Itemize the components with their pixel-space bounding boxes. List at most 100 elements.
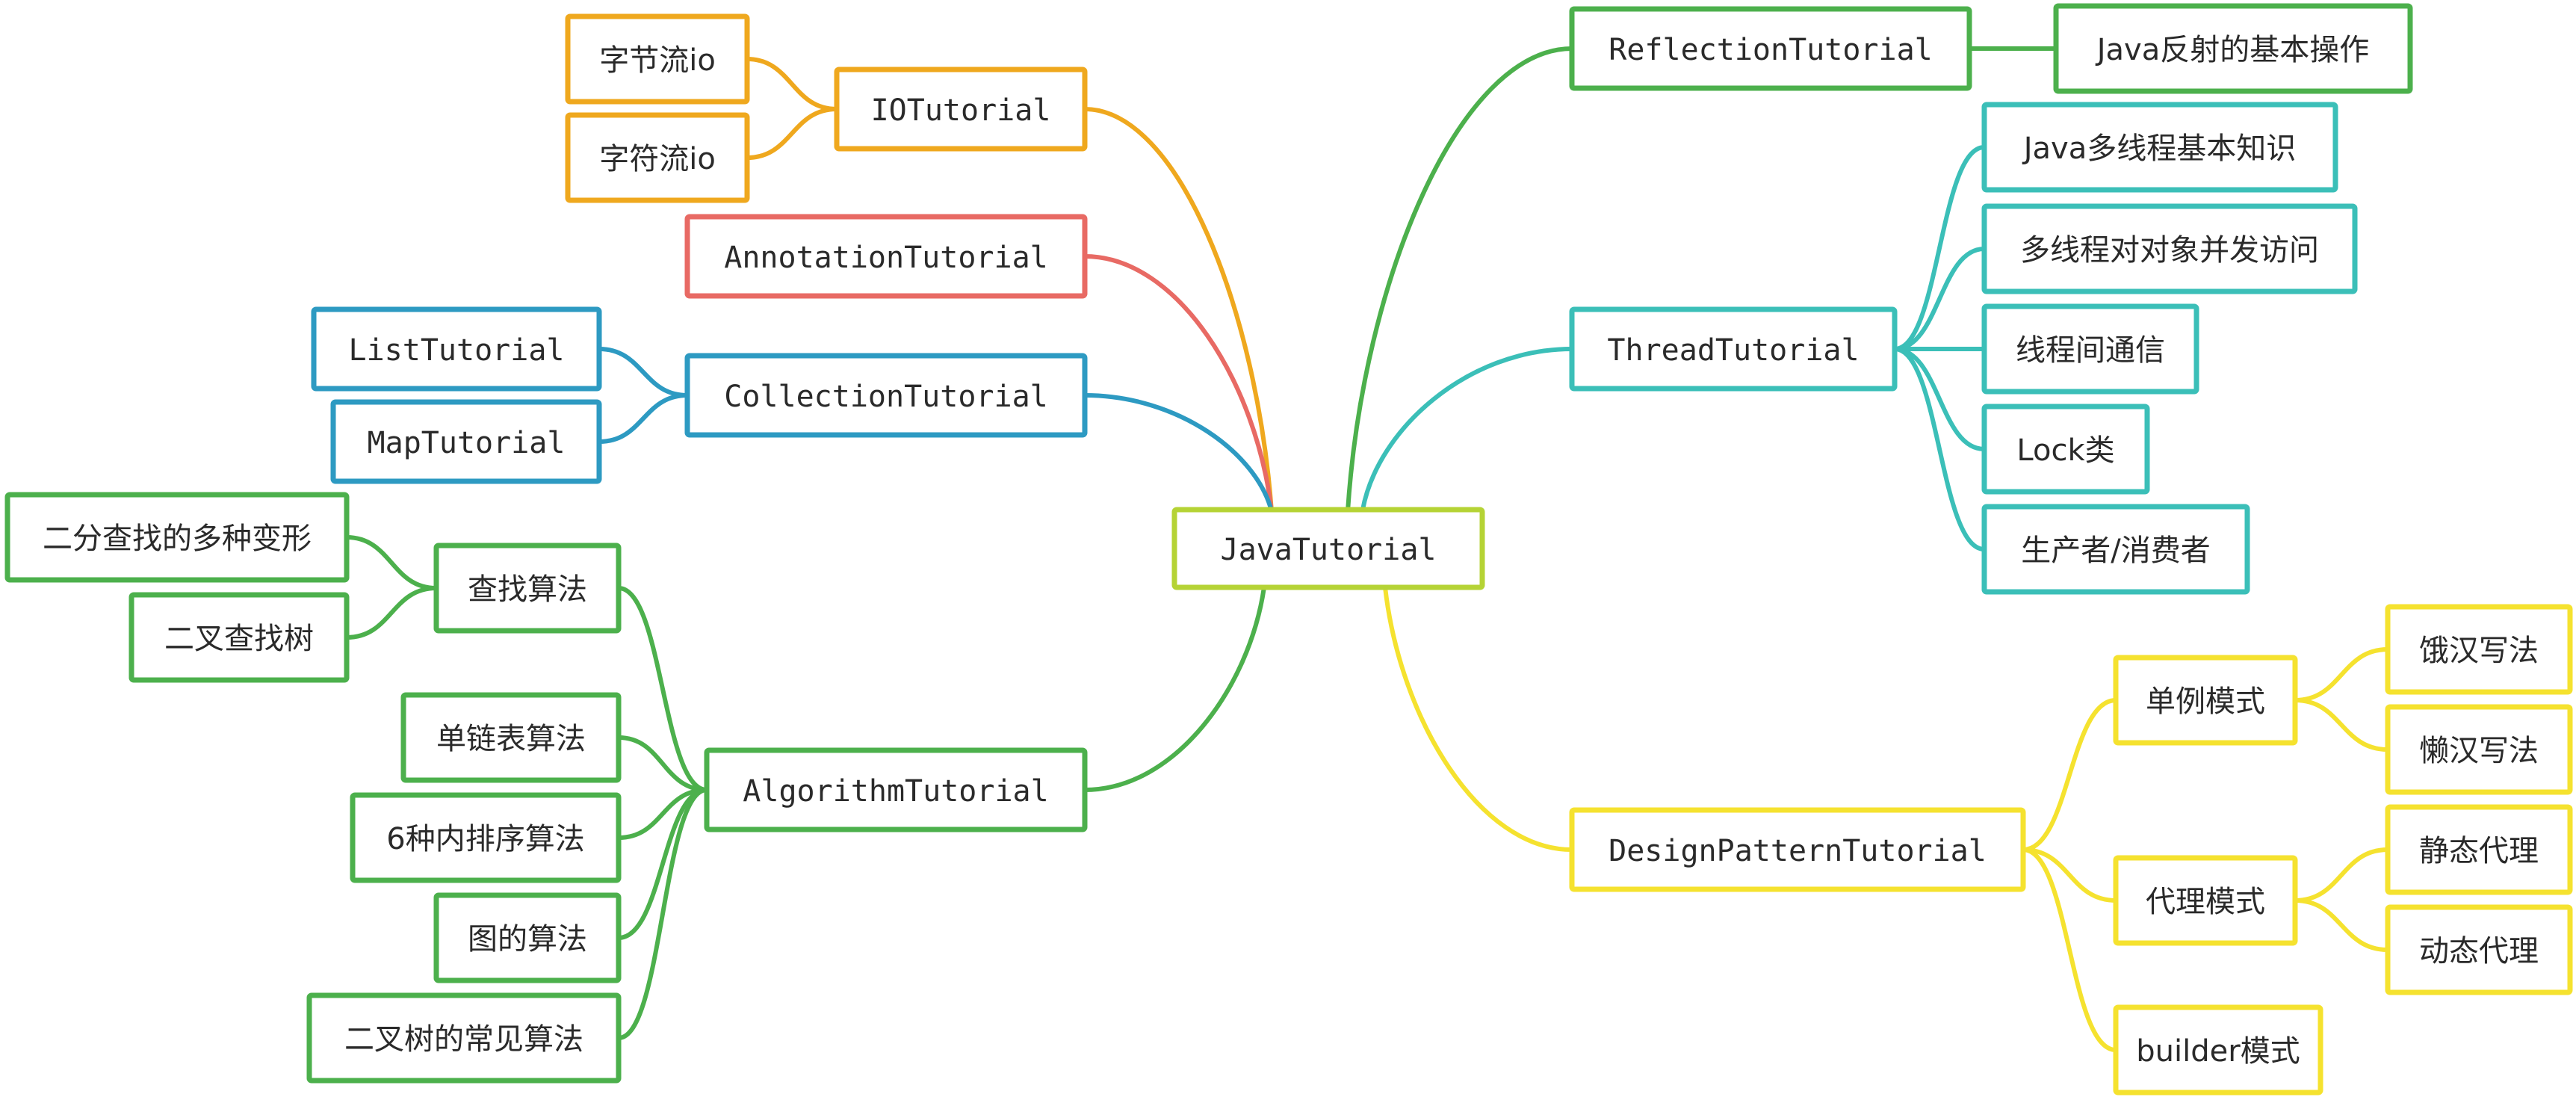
node-search[interactable]: 查找算法	[433, 543, 622, 634]
connector-algorithm-tree	[616, 788, 709, 1040]
node-map[interactable]: MapTutorial	[330, 399, 602, 484]
connector-design-proxy	[2021, 847, 2118, 903]
node-lazy[interactable]: 懒汉写法	[2385, 704, 2573, 795]
connector-proxy-dynamic_proxy	[2293, 898, 2390, 952]
connector-search-binsearch	[344, 535, 439, 590]
node-io[interactable]: IOTutorial	[834, 67, 1088, 152]
node-builder[interactable]: builder模式	[2113, 1004, 2323, 1096]
node-annotation[interactable]: AnnotationTutorial	[684, 214, 1088, 299]
node-label: builder模式	[2136, 1034, 2300, 1069]
node-dynamic-proxy[interactable]: 动态代理	[2385, 904, 2573, 995]
node-label: 图的算法	[468, 922, 587, 957]
node-box	[1569, 306, 1898, 392]
node-label: AnnotationTutorial	[724, 241, 1047, 275]
node-thread[interactable]: ThreadTutorial	[1569, 306, 1898, 392]
node-box	[565, 112, 750, 203]
node-box	[306, 992, 622, 1084]
node-box	[1981, 504, 2250, 595]
node-t1[interactable]: Java多线程基本知识	[1981, 102, 2338, 193]
node-hungry[interactable]: 饿汉写法	[2385, 604, 2573, 695]
node-label: Lock类	[2016, 433, 2114, 468]
node-box	[4, 492, 350, 583]
node-box	[433, 543, 622, 634]
node-bst[interactable]: 二叉查找树	[129, 592, 350, 683]
node-binsearch[interactable]: 二分查找的多种变形	[4, 492, 350, 583]
node-graph[interactable]: 图的算法	[433, 892, 622, 983]
node-proxy[interactable]: 代理模式	[2113, 855, 2298, 946]
node-t2[interactable]: 多线程对对象并发访问	[1981, 203, 2358, 294]
node-static-proxy[interactable]: 静态代理	[2385, 804, 2573, 895]
node-collection[interactable]: CollectionTutorial	[684, 353, 1088, 438]
mind-map-nodes: JavaTutorial IOTutorial 字节流io 字符流ioAnnotati…	[4, 3, 2573, 1096]
connector-lines	[344, 46, 2390, 1052]
connector-collection-map	[597, 393, 690, 444]
node-linked[interactable]: 单链表算法	[400, 692, 622, 783]
node-box	[330, 399, 602, 484]
node-io-byte[interactable]: 字节流io	[565, 13, 750, 105]
node-label: 查找算法	[468, 572, 587, 607]
node-label: 6种内排序算法	[386, 822, 584, 856]
node-label: 多线程对对象并发访问	[2020, 233, 2319, 268]
node-box	[2113, 655, 2298, 746]
connector-root-collection	[1083, 393, 1274, 513]
connector-thread-t1	[1892, 145, 1987, 351]
connector-io-io_char	[745, 107, 839, 160]
node-box	[684, 353, 1088, 438]
connector-singleton-lazy	[2293, 698, 2390, 752]
node-label: DesignPatternTutorial	[1609, 834, 1987, 868]
connector-algorithm-graph	[616, 788, 709, 940]
node-box	[2113, 1004, 2323, 1096]
node-design[interactable]: DesignPatternTutorial	[1569, 807, 2026, 892]
node-box	[565, 13, 750, 105]
connector-thread-t4	[1892, 347, 1987, 451]
node-t3[interactable]: 线程间通信	[1981, 303, 2199, 395]
node-box	[1981, 203, 2358, 294]
node-label: ReflectionTutorial	[1609, 33, 1932, 67]
node-label: AlgorithmTutorial	[743, 774, 1048, 809]
connector-root-annotation	[1083, 254, 1274, 513]
node-box	[129, 592, 350, 683]
node-reflect-basic[interactable]: Java反射的基本操作	[2053, 3, 2413, 94]
node-label: IOTutorial	[871, 93, 1051, 128]
node-box	[704, 747, 1088, 832]
node-label: 静态代理	[2419, 834, 2539, 868]
connector-io-io_byte	[745, 57, 839, 111]
node-algorithm[interactable]: AlgorithmTutorial	[704, 747, 1088, 832]
root-node[interactable]: JavaTutorial	[1171, 507, 1485, 590]
connector-algorithm-sort	[616, 788, 709, 840]
node-t4[interactable]: Lock类	[1981, 404, 2150, 495]
node-label: 单链表算法	[436, 722, 586, 756]
connector-root-thread	[1360, 347, 1574, 512]
node-label: JavaTutorial	[1221, 533, 1437, 567]
node-box	[2053, 3, 2413, 94]
connector-algorithm-search	[616, 586, 709, 792]
node-box	[1981, 404, 2150, 495]
node-label: MapTutorial	[368, 426, 566, 460]
node-box	[2385, 804, 2573, 895]
node-label: 字节流io	[599, 43, 716, 78]
node-box	[1171, 507, 1485, 590]
node-box	[834, 67, 1088, 152]
node-box	[2385, 604, 2573, 695]
node-label: 代理模式	[2146, 885, 2265, 919]
node-label: ThreadTutorial	[1607, 333, 1859, 368]
node-singleton[interactable]: 单例模式	[2113, 655, 2298, 746]
node-box	[433, 892, 622, 983]
node-box	[350, 792, 622, 883]
node-io-char[interactable]: 字符流io	[565, 112, 750, 203]
node-reflection[interactable]: ReflectionTutorial	[1569, 6, 1972, 91]
node-label: 饿汉写法	[2419, 634, 2539, 668]
connector-root-io	[1083, 107, 1274, 513]
node-label: 线程间通信	[2016, 333, 2165, 368]
node-label: CollectionTutorial	[724, 380, 1047, 414]
node-list[interactable]: ListTutorial	[311, 306, 602, 392]
node-box	[684, 214, 1088, 299]
node-label: 二分查找的多种变形	[43, 522, 312, 556]
node-box	[1981, 303, 2199, 395]
connector-root-algorithm	[1083, 585, 1266, 792]
node-tree[interactable]: 二叉树的常见算法	[306, 992, 622, 1084]
node-t5[interactable]: 生产者/消费者	[1981, 504, 2250, 595]
node-box	[1569, 807, 2026, 892]
node-sort[interactable]: 6种内排序算法	[350, 792, 622, 883]
